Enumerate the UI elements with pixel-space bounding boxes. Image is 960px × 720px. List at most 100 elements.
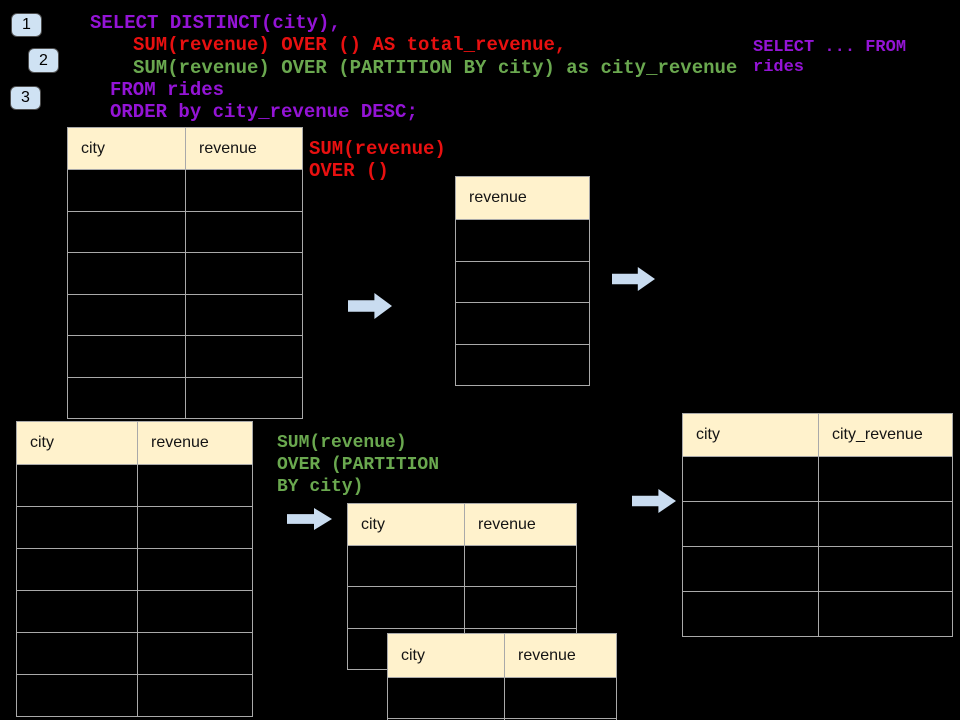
table-body [17, 464, 252, 716]
table-cell-empty [504, 678, 616, 718]
table-row-empty [348, 586, 576, 628]
table-row-empty [68, 376, 302, 419]
side-note-line-1: SELECT ... FROM [753, 38, 907, 57]
table-cell-empty [683, 547, 818, 591]
table-cell-empty [683, 457, 818, 501]
table-cell-empty [17, 633, 137, 674]
table-cell-empty [456, 220, 589, 261]
table-row-empty [68, 169, 302, 211]
side-note-line-2: rides [753, 58, 805, 77]
table-cell-empty [456, 345, 589, 386]
column-header-city-revenue: city_revenue [818, 414, 952, 456]
arrow-right-icon [287, 508, 332, 530]
column-header-city: city [30, 434, 54, 451]
sql-line-order-by: ORDER by city_revenue DESC; [110, 101, 418, 123]
table-row-empty [17, 632, 252, 674]
sql-line-total-revenue: SUM(revenue) OVER () AS total_revenue, [133, 34, 567, 56]
sql-line-city-revenue: SUM(revenue) OVER (PARTITION BY city) as… [133, 57, 738, 79]
table-cell-empty [68, 378, 185, 419]
table-body [456, 219, 589, 385]
table-cell-empty [818, 547, 952, 591]
table-cell-empty [456, 262, 589, 303]
table-cell-empty [137, 549, 252, 590]
table-cell-empty [185, 170, 302, 211]
column-header-revenue: revenue [469, 189, 527, 206]
table-row-empty [68, 335, 302, 377]
step-badge-1: 1 [11, 13, 42, 37]
table-row-empty [17, 464, 252, 506]
column-header-city: city [696, 426, 720, 443]
table-body [388, 677, 616, 720]
table-cell-empty [185, 294, 302, 335]
table-row-empty [348, 545, 576, 587]
column-header-city: city [401, 646, 425, 664]
table-row-empty [456, 302, 589, 344]
annotation-partition-line-1: SUM(revenue) [277, 433, 407, 453]
arrow-right-icon [348, 293, 392, 319]
table-row-empty [456, 343, 589, 386]
table-cell-empty [185, 253, 302, 294]
table-cell-empty [137, 465, 252, 506]
table-row-empty [388, 677, 616, 718]
table-cell-empty [137, 507, 252, 548]
table-cell-empty [683, 592, 818, 636]
table-source-bottom: city revenue [16, 421, 253, 717]
table-cell-empty [456, 303, 589, 344]
arrow-right-icon [612, 267, 655, 291]
table-cell-empty [818, 592, 952, 636]
column-header-revenue: revenue [504, 634, 616, 677]
table-cell-empty [137, 675, 252, 716]
arrow-right-icon [632, 489, 676, 513]
table-row-empty [683, 546, 952, 591]
table-cell-empty [683, 502, 818, 546]
annotation-partition-line-2: OVER (PARTITION [277, 455, 440, 475]
column-header-revenue: revenue [137, 422, 252, 464]
table-cell-empty [388, 678, 504, 718]
sql-line-from: FROM rides [110, 79, 225, 101]
table-total-result: revenue [455, 176, 590, 386]
step-badge-2: 2 [28, 48, 59, 73]
table-row-empty [683, 591, 952, 636]
annotation-total-line-2: OVER () [309, 160, 389, 182]
table-cell-empty [68, 170, 185, 211]
table-city-revenue-result: city city_revenue [682, 413, 953, 637]
table-body [68, 169, 302, 418]
table-cell-empty [185, 211, 302, 252]
table-body [683, 456, 952, 636]
table-row-empty [683, 501, 952, 546]
table-cell-empty [68, 336, 185, 377]
table-cell-empty [348, 587, 464, 627]
table-row-empty [456, 260, 589, 303]
table-row-empty [68, 210, 302, 252]
table-row-empty [68, 252, 302, 294]
table-cell-empty [137, 591, 252, 632]
table-cell-empty [464, 546, 576, 587]
table-cell-empty [818, 502, 952, 546]
sql-line-select: SELECT DISTINCT(city), [90, 12, 341, 34]
table-cell-empty [137, 633, 252, 674]
column-header-city: city [81, 139, 105, 157]
table-cell-empty [185, 377, 302, 418]
table-cell-empty [17, 507, 137, 548]
table-row-empty [683, 456, 952, 501]
table-cell-empty [185, 336, 302, 377]
table-row-empty [68, 293, 302, 336]
table-row-empty [17, 590, 252, 632]
table-row-empty [17, 548, 252, 590]
table-row-empty [17, 506, 252, 548]
table-cell-empty [68, 295, 185, 336]
table-partition-result-overlay: city revenue [387, 633, 617, 720]
table-cell-empty [17, 549, 137, 590]
table-cell-empty [17, 465, 137, 506]
annotation-total-line-1: SUM(revenue) [309, 138, 446, 160]
annotation-partition-line-3: BY city) [277, 477, 364, 497]
table-cell-empty [68, 253, 185, 294]
table-source-top: city revenue [67, 127, 303, 419]
table-row-empty [456, 219, 589, 261]
table-cell-empty [464, 587, 576, 628]
table-cell-empty [348, 546, 464, 586]
table-cell-empty [17, 675, 137, 716]
step-badge-3: 3 [10, 86, 41, 110]
table-cell-empty [818, 457, 952, 501]
